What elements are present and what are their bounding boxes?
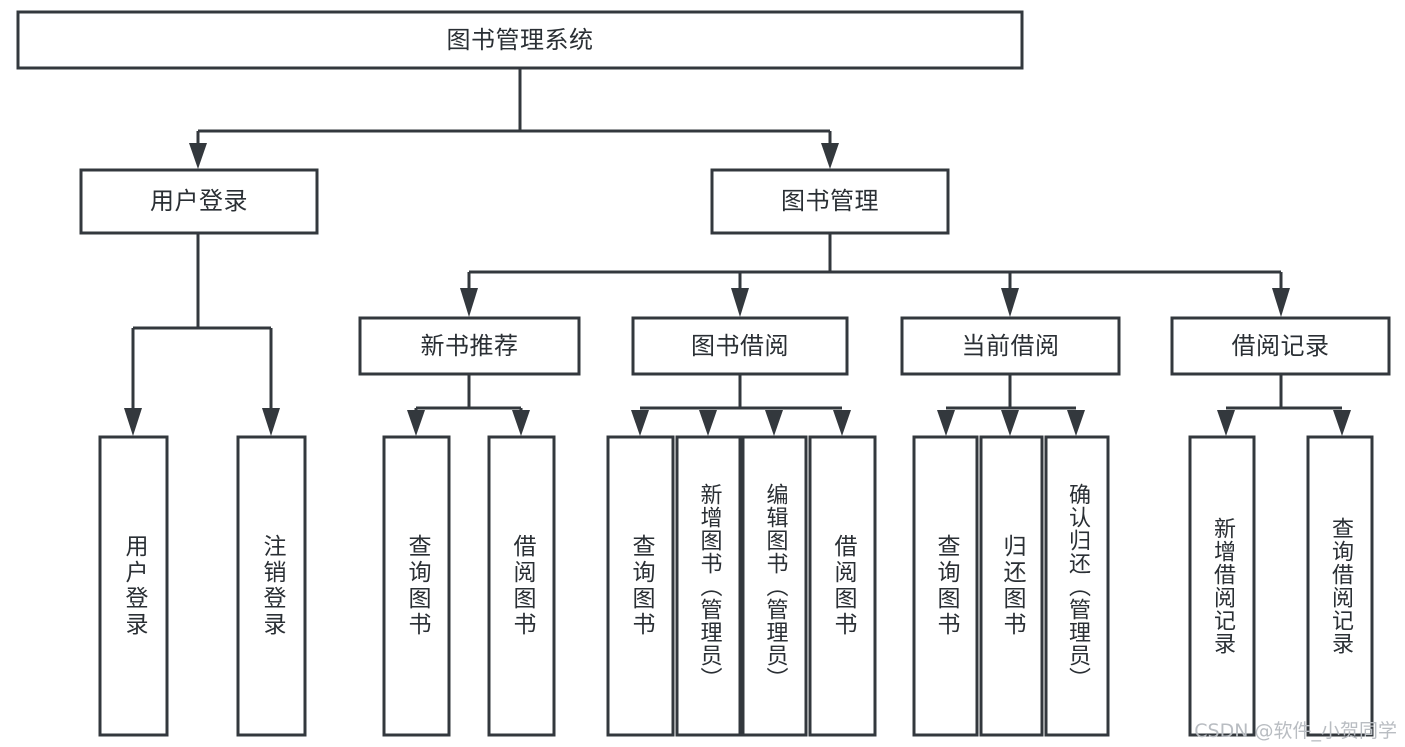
node-box-leaf-edit-book[interactable] — [741, 435, 808, 737]
node-box-leaf-query-book-1[interactable] — [382, 435, 451, 737]
node-box-user-login[interactable] — [79, 168, 319, 235]
arrow-head-leaf-query-book-1 — [407, 410, 425, 436]
node-box-book-borrow[interactable] — [631, 316, 849, 376]
arrow-head-current-borrow — [1001, 288, 1019, 317]
arrow-head-leaf-return-book — [1001, 410, 1019, 436]
connector-group-borrow-record-to-leaves — [1217, 374, 1351, 436]
node-box-new-book-recommend[interactable] — [358, 316, 581, 376]
connector-group-new-book-recommend-to-leaves — [407, 374, 530, 436]
arrow-head-leaf-query-book-3 — [937, 410, 955, 436]
node-box-leaf-borrow-book-2[interactable] — [808, 435, 877, 737]
arrow-head-leaf-confirm-return — [1067, 410, 1085, 436]
arrow-head-borrow-record — [1272, 288, 1290, 317]
arrow-head-leaf-query-record — [1333, 410, 1351, 436]
arrow-head-user-login — [189, 143, 207, 169]
arrow-head-new-book-recommend — [460, 288, 478, 317]
arrow-head-book-borrow — [731, 288, 749, 317]
arrow-head-leaf-user-login — [124, 408, 142, 436]
arrow-head-leaf-edit-book — [765, 410, 783, 436]
arrow-head-leaf-query-book-2 — [631, 410, 649, 436]
node-box-leaf-query-book-3[interactable] — [912, 435, 979, 737]
arrow-head-leaf-borrow-book-2 — [833, 410, 851, 436]
arrow-head-book-management — [821, 143, 839, 169]
node-box-current-borrow[interactable] — [900, 316, 1121, 376]
node-box-leaf-user-login[interactable] — [98, 435, 169, 737]
node-box-root[interactable] — [16, 10, 1024, 70]
arrow-head-leaf-user-logout — [262, 408, 280, 436]
arrow-head-leaf-borrow-book-1 — [512, 410, 530, 436]
node-box-leaf-query-book-2[interactable] — [606, 435, 675, 737]
arrow-head-leaf-add-record — [1217, 410, 1235, 436]
connector-group-current-borrow-to-leaves — [937, 374, 1085, 436]
node-box-leaf-user-logout[interactable] — [236, 435, 307, 737]
node-box-leaf-return-book[interactable] — [979, 435, 1044, 737]
csdn-watermark: CSDN @软件_小贺同学 — [1194, 720, 1397, 742]
node-box-leaf-confirm-return[interactable] — [1044, 435, 1110, 737]
node-box-book-management[interactable] — [710, 168, 950, 235]
node-box-leaf-add-record[interactable] — [1188, 435, 1256, 737]
node-box-leaf-add-book[interactable] — [675, 435, 742, 737]
node-box-borrow-record[interactable] — [1170, 316, 1391, 376]
node-box-leaf-borrow-book-1[interactable] — [487, 435, 556, 737]
node-box-leaf-query-record[interactable] — [1306, 435, 1374, 737]
connector-group-book-borrow-to-leaves — [631, 374, 851, 436]
connector-group-user-login-to-leaves — [124, 233, 280, 436]
connector-group-root-to-level2 — [189, 68, 839, 169]
arrow-head-leaf-add-book — [699, 410, 717, 436]
connector-group-book-management-to-level3 — [460, 233, 1290, 317]
